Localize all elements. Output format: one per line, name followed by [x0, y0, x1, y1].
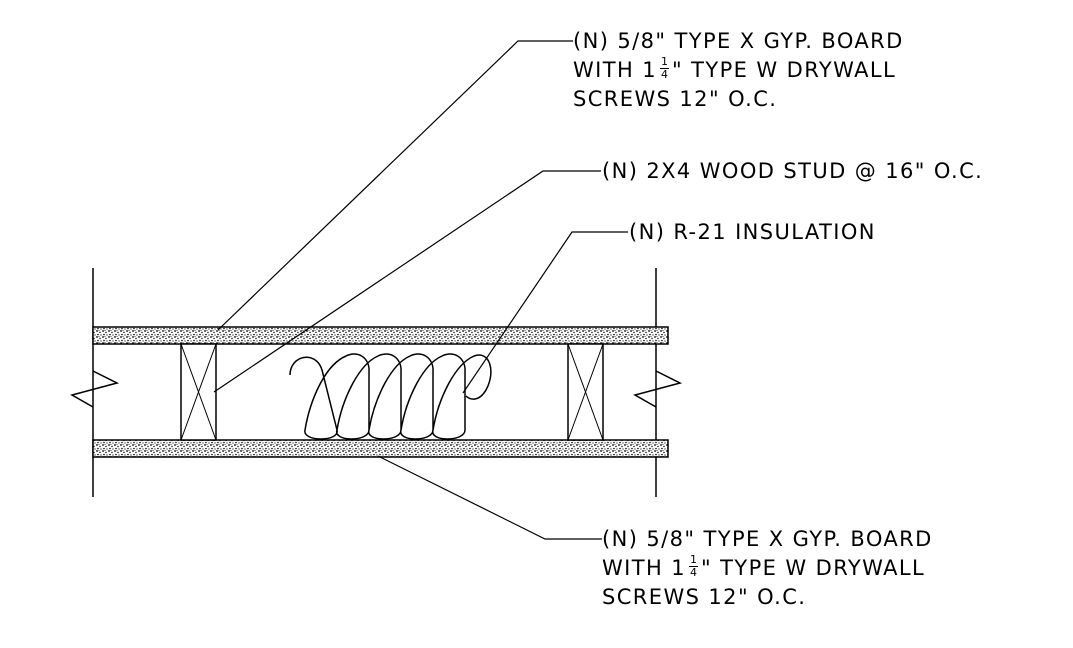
note-top-gyp-board-line2-prefix: WITH 1	[573, 58, 658, 82]
gyp-board-top-layer	[92, 326, 669, 345]
break-line-right	[633, 370, 683, 408]
leader-insulation	[462, 231, 628, 394]
note-wood-stud-line1: (N) 2X4 WOOD STUD @ 16" O.C.	[602, 159, 984, 183]
break-line-left	[70, 370, 120, 408]
note-top-gyp-board-line1: (N) 5/8" TYPE X GYP. BOARD	[573, 29, 904, 53]
note-top-gyp-board-line3: SCREWS 12" O.C.	[573, 87, 778, 111]
note-insulation-line1: (N) R-21 INSULATION	[629, 220, 876, 244]
fraction-numerator: 1	[661, 55, 669, 68]
leader-wood-stud	[213, 170, 601, 393]
fraction-bar	[689, 566, 699, 567]
fraction-numerator: 1	[690, 553, 698, 566]
fraction-denominator: 4	[690, 566, 698, 579]
wood-stud-left	[180, 343, 217, 441]
note-bottom-gyp-board-line2-suffix: " TYPE W DRYWALL	[701, 556, 926, 580]
note-wood-stud: (N) 2X4 WOOD STUD @ 16" O.C.	[602, 157, 983, 186]
leader-bottom-gyp-board	[377, 455, 602, 540]
fraction-denominator: 4	[661, 68, 669, 81]
gyp-board-bottom-layer	[92, 439, 669, 458]
note-top-gyp-board-line2-suffix: " TYPE W DRYWALL	[672, 58, 897, 82]
note-bottom-gyp-board-line1: (N) 5/8" TYPE X GYP. BOARD	[602, 527, 933, 551]
fraction-bar	[660, 68, 670, 69]
note-bottom-gyp-board-line2-prefix: WITH 1	[602, 556, 687, 580]
wood-stud-right	[567, 343, 604, 441]
batt-insulation	[289, 353, 492, 440]
note-bottom-gyp-board-line3: SCREWS 12" O.C.	[602, 585, 807, 609]
note-insulation: (N) R-21 INSULATION	[629, 218, 876, 247]
leader-top-gyp-board	[217, 40, 573, 331]
